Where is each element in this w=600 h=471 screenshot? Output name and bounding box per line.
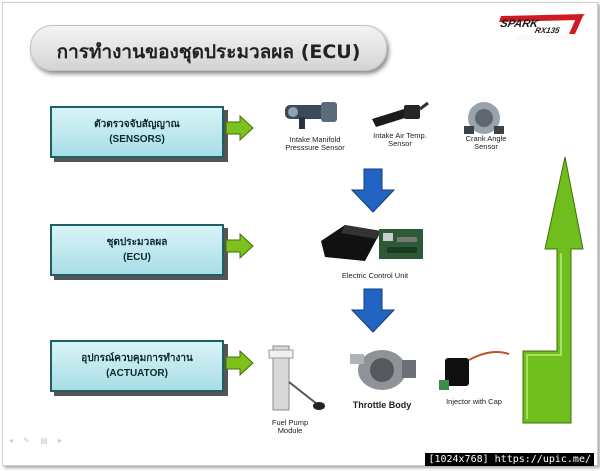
fuel-pump-module-image xyxy=(265,342,327,416)
electric-control-unit-image xyxy=(317,217,429,269)
ecu-box: ชุดประมวลผล (ECU) xyxy=(50,224,224,276)
actuator-caption: Throttle Body xyxy=(343,401,421,409)
title-banner: การทำงานของชุดประมวลผล (ECU) xyxy=(30,25,387,71)
prev-icon[interactable]: ◂ xyxy=(9,436,17,445)
actuator-english-label: (ACTUATOR) xyxy=(52,368,222,379)
slide-toolbar: ◂ ✎ ▤ ▸ xyxy=(9,436,66,445)
crank-angle-sensor-image xyxy=(456,98,514,136)
blue-down-arrow-icon xyxy=(350,168,396,214)
blue-down-arrow-icon xyxy=(350,288,396,334)
page-title: การทำงานของชุดประมวลผล (ECU) xyxy=(31,37,386,67)
sensor-caption: Crank Angle Sensor xyxy=(453,135,519,151)
sensors-thai-label: ตัวตรวจจับสัญญาณ xyxy=(52,117,222,132)
slide: การทำงานของชุดประมวลผล (ECU) SPARK RX135… xyxy=(2,2,598,466)
ecu-english-label: (ECU) xyxy=(52,252,222,263)
actuator-caption: Fuel Pump Module xyxy=(265,419,315,435)
svg-text:RX135: RX135 xyxy=(534,26,561,35)
throttle-body-image xyxy=(344,340,420,398)
green-right-arrow-icon xyxy=(225,113,255,143)
pen-icon[interactable]: ✎ xyxy=(23,436,34,445)
intake-manifold-pressure-sensor-image xyxy=(281,97,343,135)
green-right-arrow-icon xyxy=(225,348,255,378)
next-icon[interactable]: ▸ xyxy=(58,436,66,445)
actuator-caption: Injector with Cap xyxy=(435,398,513,406)
sensors-box: ตัวตรวจจับสัญญาณ (SENSORS) xyxy=(50,106,224,158)
sensor-caption: Intake Manifold Presssure Sensor xyxy=(273,136,357,152)
intake-air-temp-sensor-image xyxy=(368,99,430,131)
actuator-box: อุปกรณ์ควบคุมการทำงาน (ACTUATOR) xyxy=(50,340,224,392)
ecu-thai-label: ชุดประมวลผล xyxy=(52,235,222,250)
actuator-thai-label: อุปกรณ์ควบคุมการทำงาน xyxy=(52,351,222,366)
spark-rx-logo: SPARK RX135 xyxy=(495,12,589,42)
sensors-english-label: (SENSORS) xyxy=(52,134,222,145)
green-right-arrow-icon xyxy=(225,231,255,261)
svg-text:SPARK: SPARK xyxy=(499,18,540,30)
menu-icon[interactable]: ▤ xyxy=(40,436,52,445)
big-green-feedback-arrow-icon xyxy=(521,155,585,425)
watermark: [1024x768] https://upic.me/ xyxy=(425,453,594,466)
sensor-caption: Intake Air Temp. Sensor xyxy=(363,132,437,148)
ecu-caption: Electric Control Unit xyxy=(321,272,429,280)
injector-with-cap-image xyxy=(431,344,511,396)
